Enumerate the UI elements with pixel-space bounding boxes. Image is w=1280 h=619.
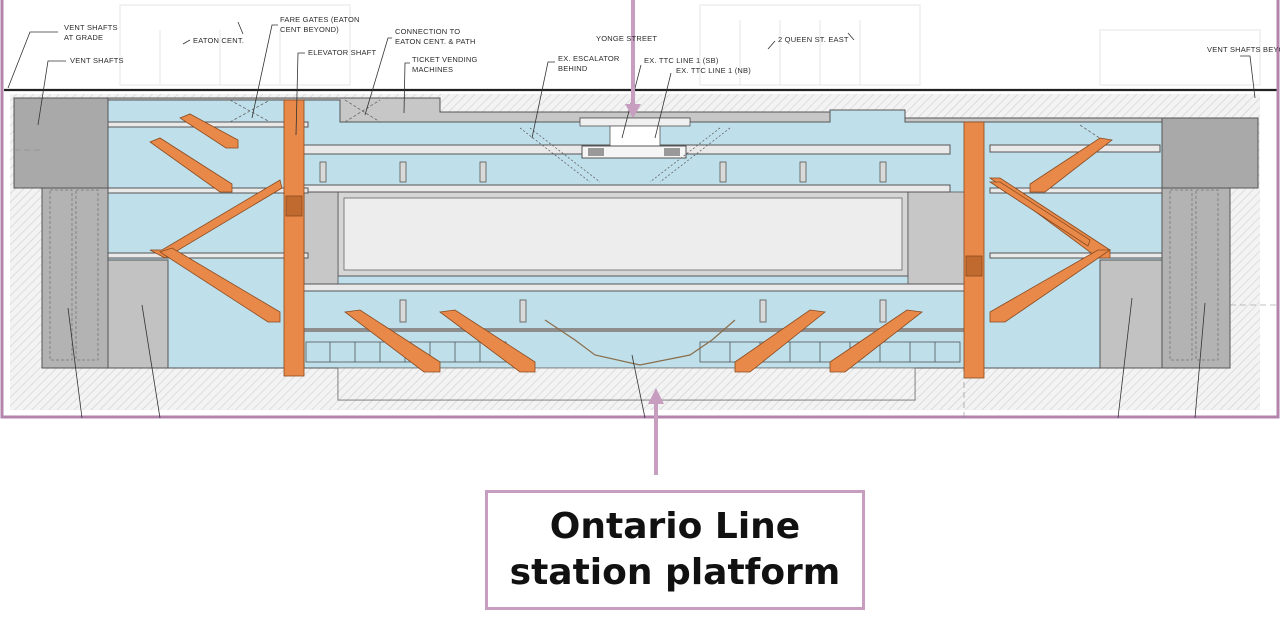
left-vent-column [41,187,109,369]
label-elevator-shaft: ELEVATOR SHAFT [308,48,376,57]
label-ticket-vending: TICKET VENDING [412,55,478,64]
callout-arrows [625,0,664,475]
label-fare-gates: FARE GATES (EATON [280,15,360,24]
side-mass-right [907,191,967,285]
background-buildings [119,4,1261,86]
label-yonge-street: YONGE STREET [596,34,657,43]
label-ticket-vending-2: MACHINES [412,65,453,74]
annotation-labels: VENT SHAFTS AT GRADE VENT SHAFTS EATON C… [64,15,1280,75]
platform-slab [304,328,966,332]
label-connection: CONNECTION TO [395,27,460,36]
vent-shaft-ladders [49,189,1219,361]
escalators-left [149,113,283,323]
ttc-line-1-structure [579,117,691,159]
section-frame [0,0,1280,419]
right-vent-block [1161,117,1259,189]
escalators-right [988,137,1113,323]
callout-box: Ontario Line station platform [485,490,865,610]
label-ex-escalator-2: BEHIND [558,64,588,73]
left-wall-mass [107,259,169,369]
label-queen-st: 2 QUEEN ST. EAST [778,35,849,44]
central-stair [544,319,736,366]
grid-dash-lines [14,149,1277,418]
callout-line-1: Ontario Line [549,506,801,547]
platform-pit [337,367,916,401]
callout-line-2: station platform [509,552,841,593]
label-ttc-sb: EX. TTC LINE 1 (SB) [644,56,719,65]
right-wall-mass [1099,259,1163,369]
central-void-inner [343,197,903,271]
columns [319,161,887,323]
label-fare-gates-2: CENT BEYOND) [280,25,339,34]
existing-escalators [519,127,731,183]
label-eaton-cent: EATON CENT. [193,36,244,45]
label-vent-shafts-at-grade-2: AT GRADE [64,33,103,42]
side-mass-left [303,191,339,285]
label-vent-shafts-beyond: VENT SHAFTS BEYO [1207,45,1280,54]
label-vent-shafts: VENT SHAFTS [70,56,124,65]
label-ttc-nb: EX. TTC LINE 1 (NB) [676,66,751,75]
label-ex-escalator: EX. ESCALATOR [558,54,620,63]
escalators-platform [343,309,923,373]
label-connection-2: EATON CENT. & PATH [395,37,476,46]
leader-lines [7,21,1256,419]
elevator-shafts [283,99,985,379]
left-vent-block [13,97,109,189]
label-vent-shafts-at-grade: VENT SHAFTS [64,23,118,32]
